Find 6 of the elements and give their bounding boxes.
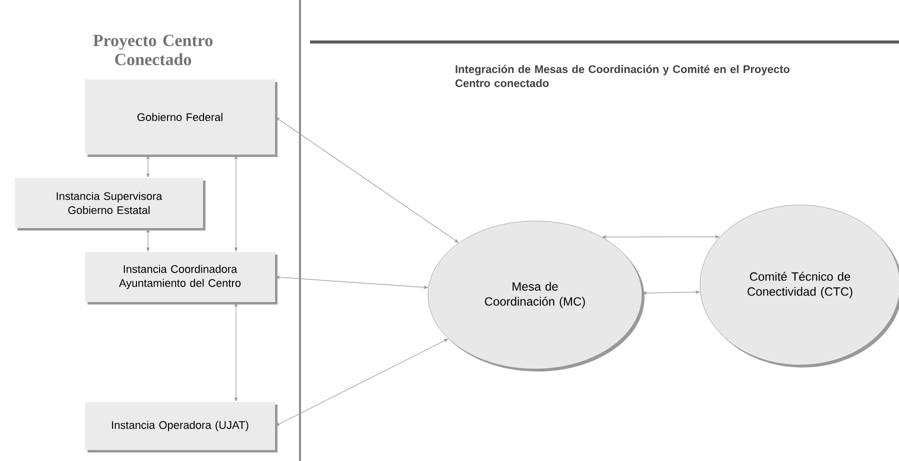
process-box: Instancia Coordinadora Ayuntamiento del Centro: [85, 252, 278, 304]
process-box: Gobierno Federal: [85, 80, 278, 157]
process-box: Instancia Operadora (UJAT): [85, 402, 278, 452]
process-box: Instancia Supervisora Gobierno Estatal: [15, 178, 206, 230]
title: Proyecto Centro Conectado: [93, 34, 212, 66]
heading: Integración de Mesas de Coordinación y Comité en el Proyecto Centro conectado: [455, 64, 790, 88]
